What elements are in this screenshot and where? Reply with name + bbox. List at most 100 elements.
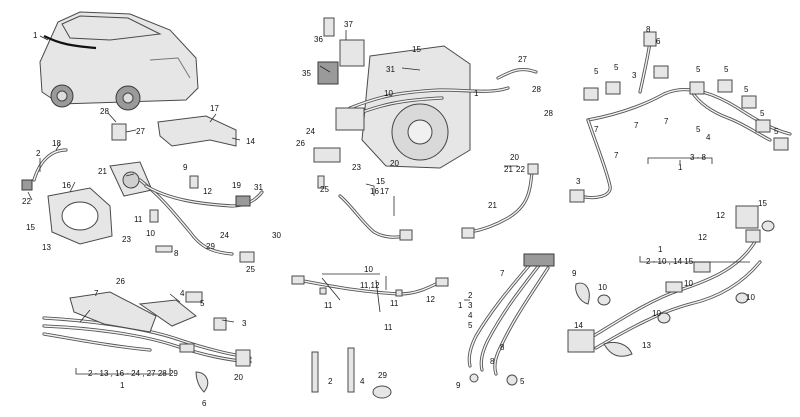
callout-d13: 13 bbox=[642, 341, 651, 350]
callout-r1: 1 bbox=[678, 163, 683, 172]
callout-r5e: 5 bbox=[744, 85, 749, 94]
motor-assembly bbox=[313, 17, 539, 241]
callout-c8a: 8 bbox=[500, 343, 505, 352]
callout-c4: 4 bbox=[468, 311, 473, 320]
callout-r5a: 5 bbox=[594, 67, 599, 76]
callout-m20: 20 bbox=[390, 159, 399, 168]
callout-b12: 12 bbox=[426, 295, 435, 304]
callout-p19: 19 bbox=[232, 181, 241, 190]
callout-p29: 29 bbox=[206, 242, 215, 251]
callout-m10: 10 bbox=[384, 89, 393, 98]
callout-p10: 10 bbox=[146, 229, 155, 238]
left-harness bbox=[21, 115, 264, 263]
callout-p24: 24 bbox=[220, 231, 229, 240]
sensor-harness bbox=[569, 31, 792, 203]
callout-m21a: 21 bbox=[504, 165, 513, 174]
callout-p15: 15 bbox=[26, 223, 35, 232]
callout-r5d: 5 bbox=[724, 65, 729, 74]
hv-cable-set bbox=[467, 253, 555, 386]
callout-c1: 1 bbox=[458, 301, 463, 310]
callout-m36: 36 bbox=[314, 35, 323, 44]
callout-d10c: 10 bbox=[746, 293, 755, 302]
callout-m16: 16 bbox=[370, 187, 379, 196]
callout-b11c: 11 bbox=[384, 323, 393, 332]
callout-m24: 24 bbox=[306, 127, 315, 136]
callout-p26: 26 bbox=[116, 277, 125, 286]
callout-d12b: 12 bbox=[698, 233, 707, 242]
callout-d15: 15 bbox=[758, 199, 767, 208]
callout-p3: 3 bbox=[242, 319, 247, 328]
callout-group-a-1: 1 bbox=[120, 381, 125, 390]
callout-m20b: 20 bbox=[510, 153, 519, 162]
callout-p28: 28 bbox=[100, 107, 109, 116]
callout-p13: 13 bbox=[42, 243, 51, 252]
floor-harness bbox=[42, 291, 252, 393]
callout-d14: 14 bbox=[574, 321, 583, 330]
callout-r7b: 7 bbox=[634, 121, 639, 130]
callout-r3b: 3 bbox=[576, 177, 581, 186]
callout-p4: 4 bbox=[180, 289, 185, 298]
callout-r7a: 7 bbox=[594, 125, 599, 134]
callout-m27: 27 bbox=[518, 55, 527, 64]
callout-c7: 7 bbox=[500, 269, 505, 278]
callout-p12: 12 bbox=[203, 187, 212, 196]
callout-r8: 8 bbox=[646, 25, 651, 34]
callout-b29: 29 bbox=[378, 371, 387, 380]
callout-p17: 17 bbox=[210, 104, 219, 113]
callout-r5b: 5 bbox=[614, 63, 619, 72]
callout-d10a: 10 bbox=[598, 283, 607, 292]
callout-d10d: 10 bbox=[652, 309, 661, 318]
callout-m37: 37 bbox=[344, 20, 353, 29]
callout-p16: 16 bbox=[62, 181, 71, 190]
callout-r4: 4 bbox=[706, 133, 711, 142]
callout-r3a: 3 bbox=[632, 71, 637, 80]
callout-r5f: 5 bbox=[760, 109, 765, 118]
callout-m15: 15 bbox=[412, 45, 421, 54]
charging-harness bbox=[567, 205, 775, 357]
callout-p5: 5 bbox=[200, 299, 205, 308]
callout-p23: 23 bbox=[122, 235, 131, 244]
callout-b1112: 11,12 bbox=[360, 281, 380, 290]
callout-c5b: 5 bbox=[520, 377, 525, 386]
callout-m1: 1 bbox=[474, 89, 479, 98]
callout-p1: 1 bbox=[33, 31, 38, 40]
callout-p2: 2 bbox=[36, 149, 41, 158]
callout-p31: 31 bbox=[254, 183, 263, 192]
leader-lines bbox=[27, 30, 750, 375]
callout-r5g: 5 bbox=[774, 127, 779, 136]
callout-p7: 7 bbox=[94, 289, 99, 298]
callout-b4: 4 bbox=[360, 377, 365, 386]
callout-group-a: 2 - 13 , 16 - 24 , 27 28 29 bbox=[88, 369, 178, 378]
callout-m17: 17 bbox=[380, 187, 389, 196]
callout-m23: 23 bbox=[352, 163, 361, 172]
callout-c3: 3 bbox=[468, 301, 473, 310]
callout-b11b: 11 bbox=[390, 299, 399, 308]
callout-m35: 35 bbox=[302, 69, 311, 78]
callout-r38: 3 - 8 bbox=[690, 153, 707, 162]
callout-r7d: 7 bbox=[614, 151, 619, 160]
callout-m22: 22 bbox=[516, 165, 525, 174]
callout-p27: 27 bbox=[136, 127, 145, 136]
callout-p20: 20 bbox=[234, 373, 243, 382]
callout-p8: 8 bbox=[174, 249, 179, 258]
callout-r5h: 5 bbox=[696, 125, 701, 134]
small-harness bbox=[291, 275, 449, 399]
callout-p14: 14 bbox=[246, 137, 255, 146]
callout-b10: 10 bbox=[364, 265, 373, 274]
callout-m28a: 28 bbox=[532, 85, 541, 94]
callout-c9: 9 bbox=[456, 381, 461, 390]
callout-c5: 5 bbox=[468, 321, 473, 330]
callout-c2: 2 bbox=[468, 291, 473, 300]
callout-r6: 6 bbox=[656, 37, 661, 46]
callout-m25: 25 bbox=[320, 185, 329, 194]
callout-d1: 1 bbox=[658, 245, 663, 254]
callout-p22: 22 bbox=[22, 197, 31, 206]
callout-r7c: 7 bbox=[664, 117, 669, 126]
callout-d9: 9 bbox=[572, 269, 577, 278]
callout-d10b: 10 bbox=[684, 279, 693, 288]
callout-m31: 31 bbox=[386, 65, 395, 74]
callout-m21b: 21 bbox=[488, 201, 497, 210]
callout-labels: 1 2 13 15 16 17 18 21 22 27 28 14 9 12 1… bbox=[22, 20, 779, 408]
